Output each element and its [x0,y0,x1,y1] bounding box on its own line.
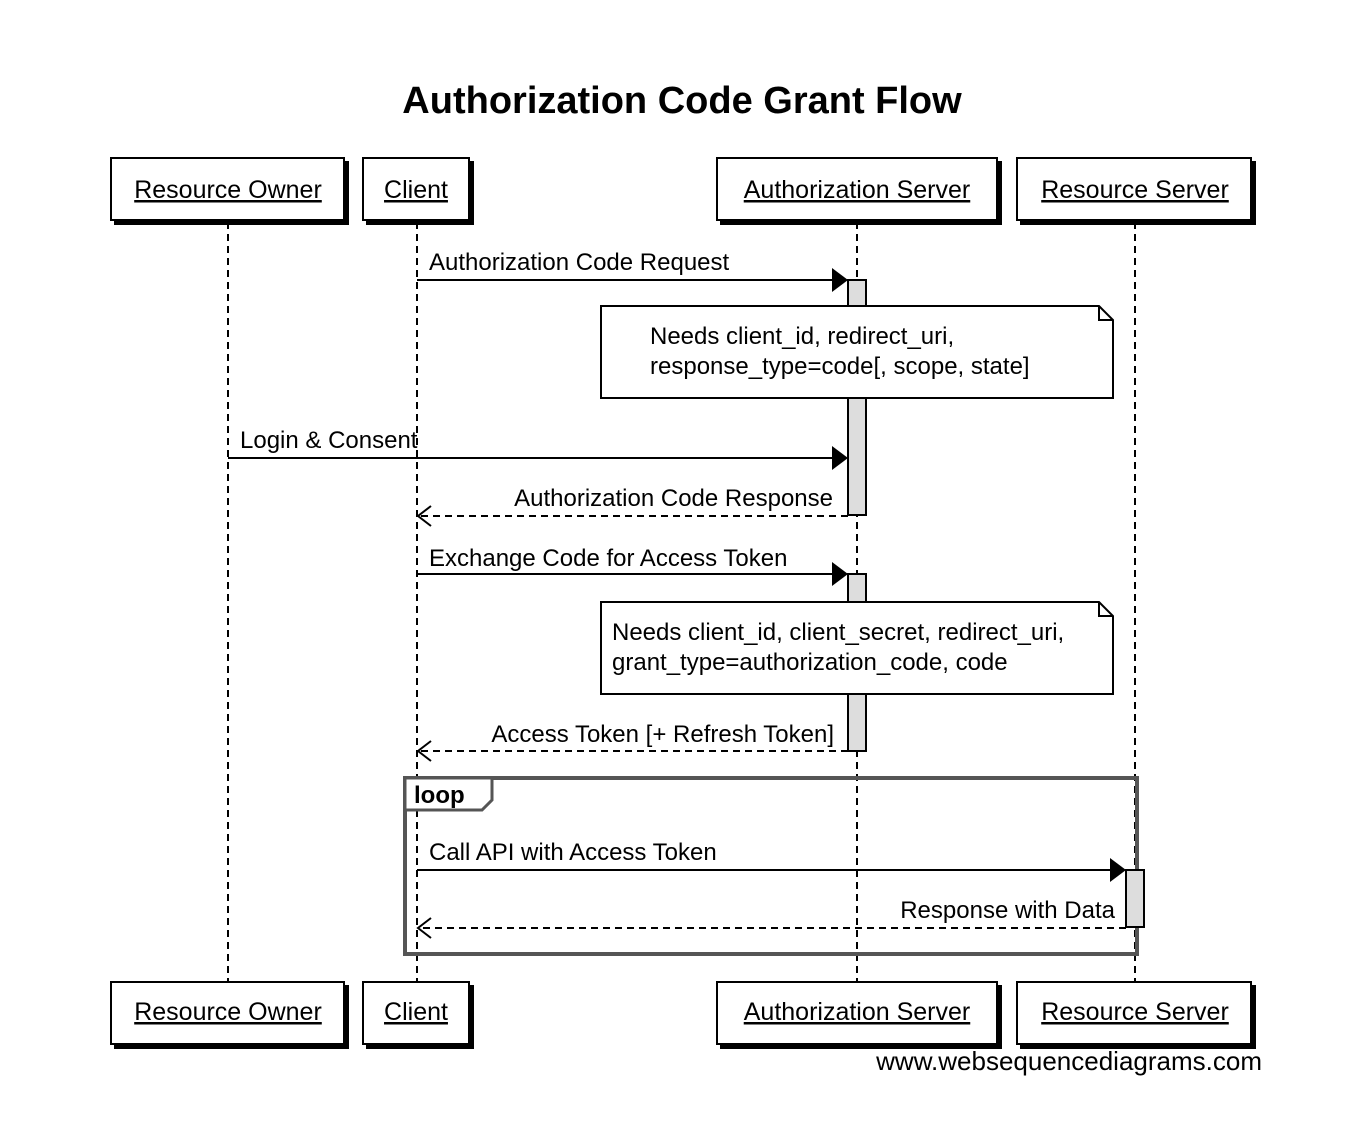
activation-bar [1125,869,1145,928]
message-response-with-data: Response with Data [416,897,1126,939]
participant-label: Client [384,176,448,204]
message-exchange-code: Exchange Code for Access Token [417,545,848,586]
participant-label: Resource Owner [134,176,322,204]
participant-label: Resource Owner [134,998,322,1026]
participant-label: Authorization Server [744,998,971,1026]
loop-frame: loop [403,776,1139,956]
message-label: Response with Data [900,897,1115,924]
message-call-api: Call API with Access Token [417,839,1126,882]
participant-authorization-server: Authorization Server [716,157,998,221]
participant-label: Client [384,998,448,1026]
participant-label: Resource Server [1041,176,1229,204]
note-authorization-request: Needs client_id, redirect_uri, response_… [600,305,1114,399]
participant-authorization-server: Authorization Server [716,981,998,1045]
notes: Needs client_id, redirect_uri, response_… [600,305,1114,695]
messages: Authorization Code Request Login & Conse… [228,249,1126,939]
message-label: Authorization Code Request [429,249,730,276]
note-line: grant_type=authorization_code, code [612,649,1008,676]
message-authorization-code-response: Authorization Code Response [416,485,848,527]
participants-top: Resource Owner Client Authorization Serv… [110,157,1252,221]
participant-resource-server: Resource Server [1016,157,1252,221]
message-label: Exchange Code for Access Token [429,545,787,572]
participant-resource-owner: Resource Owner [110,981,345,1045]
arrowhead-open [416,917,432,939]
arrowhead-filled [832,268,848,292]
arrowhead-filled [1110,858,1126,882]
participant-label: Resource Server [1041,998,1229,1026]
loop-label: loop [414,782,465,809]
participant-label: Authorization Server [744,176,971,204]
watermark-link[interactable]: www.websequencediagrams.com [875,1046,1262,1076]
participant-resource-server: Resource Server [1016,981,1252,1045]
participant-client: Client [362,981,470,1045]
participant-client: Client [362,157,470,221]
note-line: Needs client_id, redirect_uri, [650,323,954,350]
message-authorization-code-request: Authorization Code Request [417,249,848,292]
message-label: Login & Consent [240,427,418,454]
note-token-exchange: Needs client_id, client_secret, redirect… [600,601,1114,695]
note-line: Needs client_id, client_secret, redirect… [612,619,1064,646]
arrowhead-open [416,505,432,527]
message-label: Call API with Access Token [429,839,717,866]
participants-bottom: Resource Owner Client Authorization Serv… [110,981,1252,1045]
message-label: Authorization Code Response [514,485,833,512]
arrowhead-filled [832,562,848,586]
note-line: response_type=code[, scope, state] [650,353,1030,380]
diagram-title: Authorization Code Grant Flow [402,80,962,122]
message-login-consent: Login & Consent [228,427,848,470]
message-label: Access Token [+ Refresh Token] [491,721,834,748]
arrowhead-open [416,740,432,762]
arrowhead-filled [832,446,848,470]
participant-resource-owner: Resource Owner [110,157,345,221]
message-access-token: Access Token [+ Refresh Token] [416,721,848,762]
